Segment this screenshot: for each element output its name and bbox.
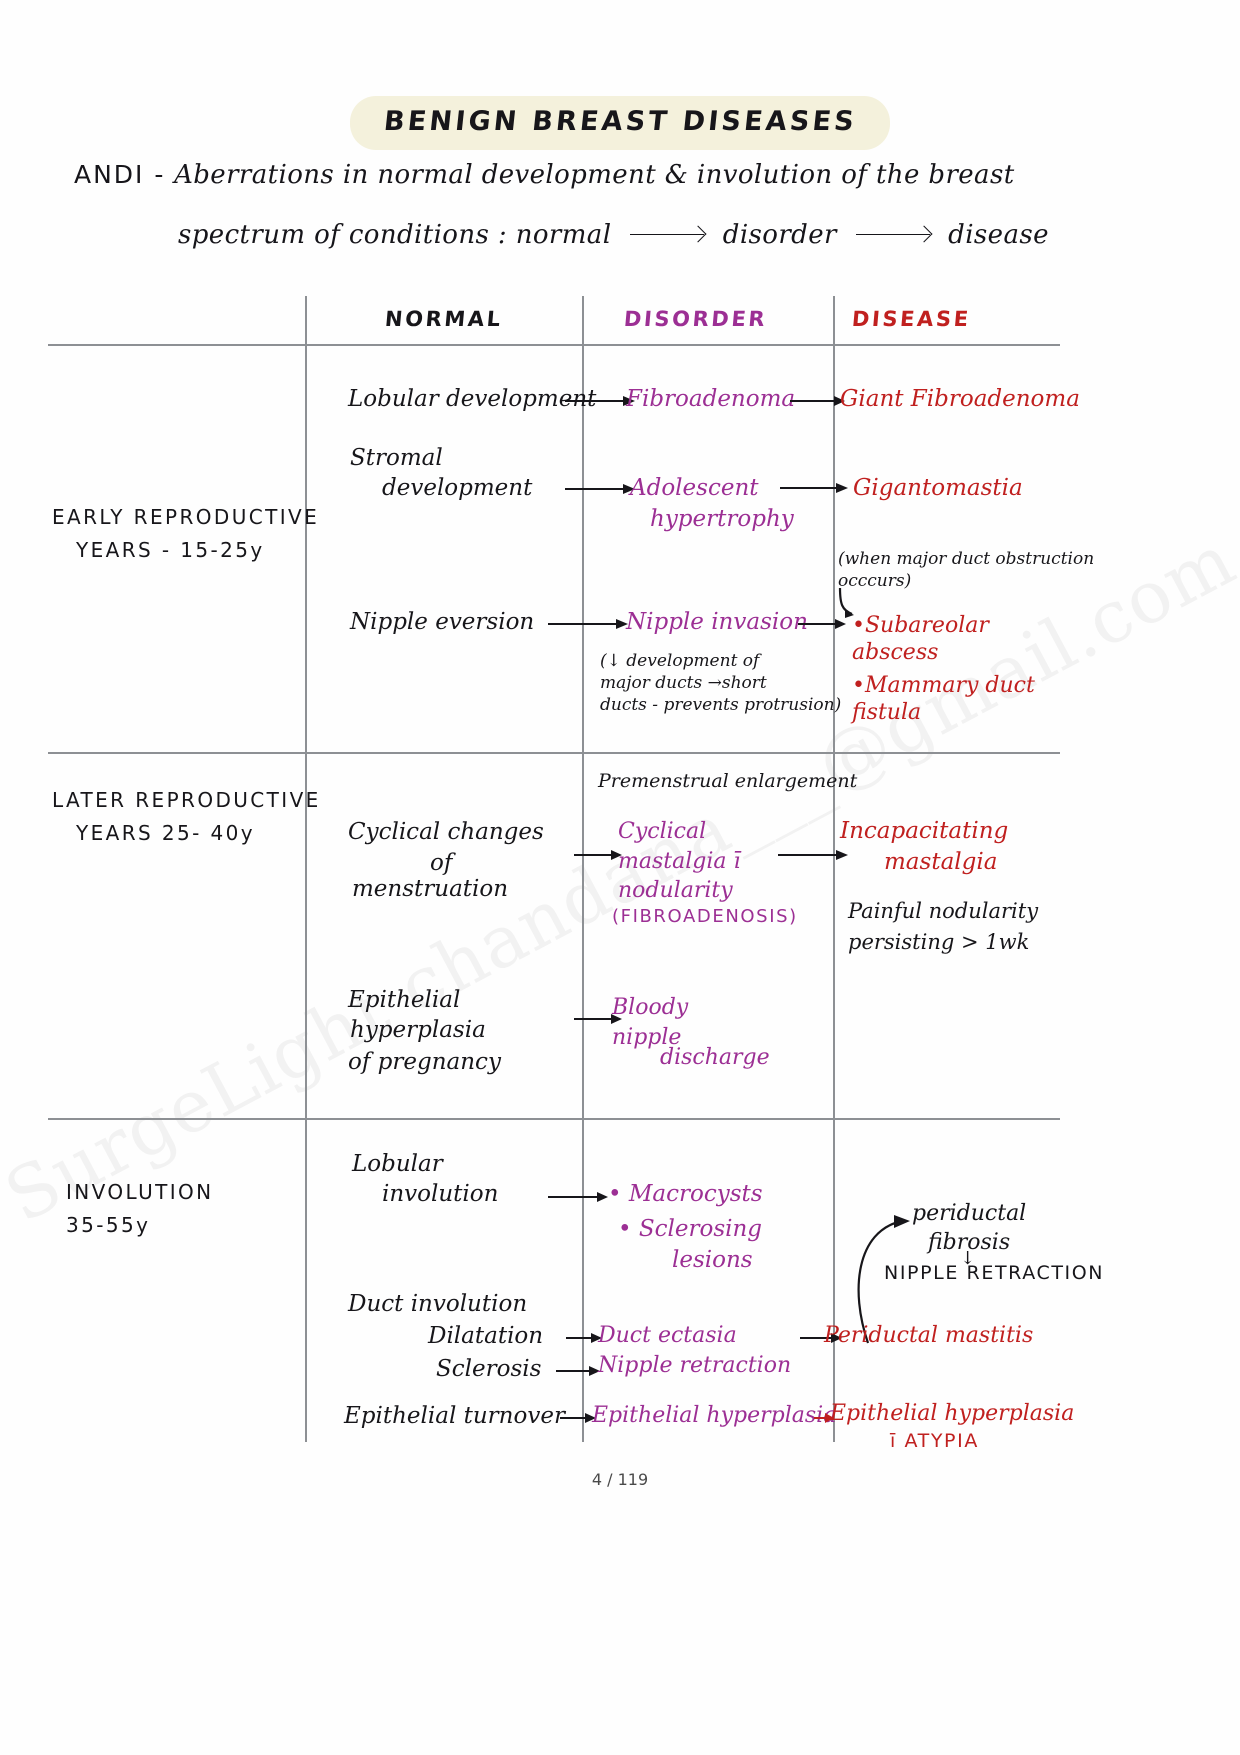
- disease-duct-obstruction-note: (when major duct obstruction occcurs): [838, 549, 1095, 592]
- normal-nipple-eversion: Nipple eversion: [350, 609, 535, 635]
- column-header-disease: DISEASE: [850, 307, 972, 331]
- disease-giant-fibroadenoma: Giant Fibroadenoma: [840, 386, 1080, 412]
- curved-arrow-icon: [857, 1215, 910, 1344]
- arrow-right-icon: [574, 850, 622, 860]
- arrow-right-icon: [814, 1413, 834, 1423]
- andi-abbrev: ANDI -: [74, 160, 166, 189]
- spectrum-prefix: spectrum of conditions : normal: [178, 220, 612, 250]
- disorder-macrocysts: • Macrocysts: [608, 1181, 763, 1207]
- normal-stromal-line1: Stromal: [350, 445, 443, 471]
- disease-mammary-duct-fistula: •Mammary duct fistula: [852, 673, 1035, 726]
- stage-label-involution-line2: 35-55y: [66, 1213, 151, 1237]
- disorder-fibroadenosis: (FIBROADENOSIS): [612, 906, 798, 927]
- disorder-lesions: lesions: [672, 1247, 753, 1273]
- disorder-premenstrual-enlargement: Premenstrual enlargement: [598, 770, 858, 792]
- arrow-right-icon: [548, 1192, 608, 1202]
- arrow-right-icon: [560, 1413, 596, 1423]
- disorder-adolescent-line1: Adolescent: [630, 475, 759, 501]
- normal-dilatation: Dilatation: [428, 1323, 544, 1349]
- disorder-nipple-retraction: Nipple retraction: [598, 1353, 792, 1378]
- andi-definition-text: Aberrations in normal development & invo…: [174, 160, 1015, 190]
- normal-lobular-involution-line1: Lobular: [352, 1151, 443, 1177]
- table-col-rule-3: [833, 296, 835, 1442]
- arrow-right-icon: [790, 396, 845, 406]
- table-row-rule-2: [48, 1118, 1060, 1120]
- arrow-right-icon: [800, 1333, 842, 1343]
- normal-epithelial-hyperplasia-line1: Epithelial: [348, 987, 461, 1013]
- normal-cyclical-line3: menstruation: [352, 876, 509, 902]
- disorder-fibroadenoma: Fibroadenoma: [626, 386, 796, 412]
- disease-periductal-mastitis: Periductal mastitis: [824, 1323, 1034, 1348]
- disease-painful-nodularity-line1: Painful nodularity: [848, 899, 1039, 923]
- column-header-normal: NORMAL: [383, 307, 504, 331]
- arrow-right-icon: [780, 483, 848, 493]
- disorder-bloody: Bloody: [612, 995, 689, 1020]
- disorder-cyclical-line1: Cyclical: [618, 819, 707, 844]
- arrow-right-icon: [556, 1366, 600, 1376]
- page-title: BENIGN BREAST DISEASES: [0, 96, 1240, 150]
- column-header-disorder: DISORDER: [622, 307, 769, 331]
- disease-nipple-retraction: NIPPLE RETRACTION: [884, 1262, 1105, 1284]
- normal-cyclical-line2: of: [430, 850, 453, 876]
- normal-epithelial-hyperplasia-line3: of pregnancy: [348, 1049, 501, 1075]
- arrow-right-icon: [565, 484, 635, 494]
- spectrum-disorder: disorder: [722, 220, 837, 250]
- table-header-rule: [48, 344, 1060, 346]
- table-col-rule-2: [582, 296, 584, 1442]
- disease-incapacitating-line2: mastalgia: [884, 849, 998, 875]
- disease-epithelial-hyperplasia-line1: Epithelial hyperplasia: [830, 1401, 1075, 1426]
- arrow-right-icon: [574, 1014, 622, 1024]
- arrow-right-icon: [566, 1333, 602, 1343]
- table-col-rule-1: [305, 296, 307, 1442]
- stage-label-early-line1: EARLY REPRODUCTIVE: [52, 505, 320, 529]
- disorder-sclerosing: • Sclerosing: [618, 1216, 763, 1242]
- andi-definition-line: ANDI - Aberrations in normal development…: [74, 160, 1015, 190]
- stage-label-involution-line1: INVOLUTION: [66, 1180, 214, 1204]
- down-arrow-icon: ↓: [960, 1248, 976, 1269]
- title-highlight-chip: BENIGN BREAST DISEASES: [349, 96, 891, 150]
- arrow-right-icon: [855, 229, 930, 239]
- disease-periductal-fibrosis-line1: periductal: [912, 1201, 1027, 1226]
- stage-label-early-line2: YEARS - 15-25y: [76, 538, 265, 562]
- disease-incapacitating-line1: Incapacitating: [840, 818, 1009, 844]
- spectrum-disease: disease: [948, 220, 1049, 250]
- disorder-nipple-invasion-note: (↓ development of major ducts →short duc…: [600, 651, 842, 716]
- normal-sclerosis: Sclerosis: [436, 1356, 542, 1382]
- normal-epithelial-turnover: Epithelial turnover: [344, 1403, 565, 1429]
- title-text: BENIGN BREAST DISEASES: [381, 106, 859, 137]
- disease-gigantomastia: Gigantomastia: [853, 475, 1023, 501]
- arrow-right-icon: [548, 619, 628, 629]
- disorder-duct-ectasia: Duct ectasia: [598, 1323, 737, 1348]
- stage-label-later-line1: LATER REPRODUCTIVE: [52, 788, 321, 812]
- disorder-discharge: discharge: [660, 1045, 770, 1070]
- spectrum-line: spectrum of conditions : normal disorder…: [178, 220, 1049, 250]
- page-number: 4 / 119: [591, 1470, 649, 1489]
- disorder-adolescent-line2: hypertrophy: [650, 506, 794, 532]
- arrow-right-icon: [630, 229, 705, 239]
- normal-duct-involution: Duct involution: [348, 1291, 528, 1317]
- disorder-cyclical-line3: nodularity: [618, 878, 733, 903]
- normal-cyclical-line1: Cyclical changes: [348, 819, 544, 845]
- normal-lobular-development: Lobular development: [348, 386, 597, 412]
- table-row-rule-1: [48, 752, 1060, 754]
- disease-subareolar-abscess: •Subareolar abscess: [852, 613, 989, 666]
- arrow-right-icon: [778, 850, 848, 860]
- disease-painful-nodularity-line2: persisting > 1wk: [848, 930, 1030, 954]
- disease-periductal-fibrosis-line2: fibrosis: [928, 1230, 1011, 1255]
- normal-epithelial-hyperplasia-line2: hyperplasia: [350, 1017, 486, 1043]
- stage-label-later-line2: YEARS 25- 40y: [76, 821, 255, 845]
- disorder-nipple: nipple: [612, 1025, 682, 1050]
- normal-stromal-line2: development: [382, 475, 533, 501]
- normal-lobular-involution-line2: involution: [382, 1181, 499, 1207]
- curved-arrow-icon: [838, 588, 854, 618]
- disorder-cyclical-line2: mastalgia ī: [618, 849, 741, 874]
- disease-atypia: ī ATYPIA: [890, 1430, 979, 1452]
- disorder-nipple-invasion: Nipple invasion: [626, 609, 808, 635]
- disorder-epithelial-hyperplasia: Epithelial hyperplasia: [592, 1403, 837, 1428]
- arrow-right-icon: [798, 619, 846, 629]
- arrow-right-icon: [565, 396, 635, 406]
